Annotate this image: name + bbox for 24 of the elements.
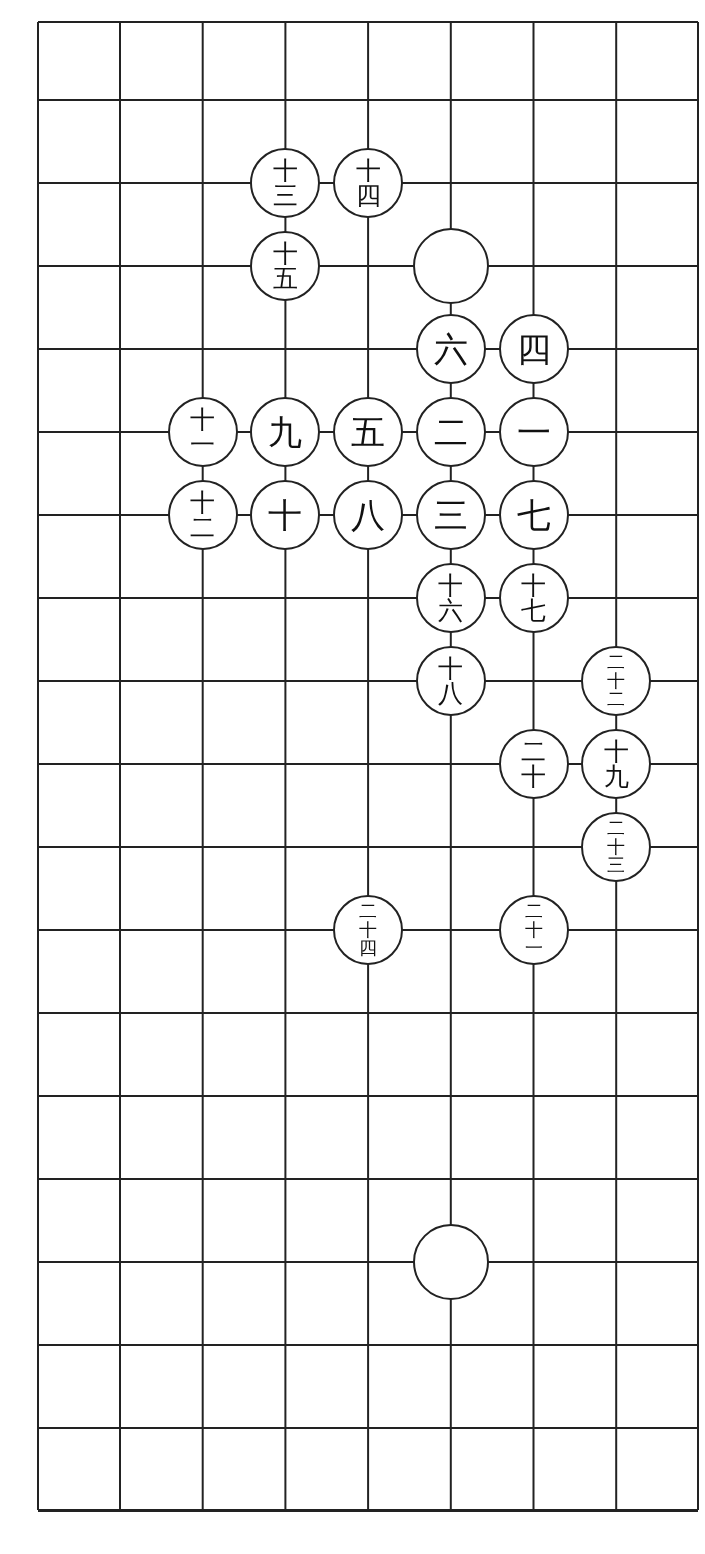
numbered-stone: 二	[415, 397, 486, 467]
numbered-stone: 十五	[250, 231, 321, 301]
numbered-stone: 三	[415, 480, 486, 550]
numbered-stone: 十七	[498, 563, 569, 633]
numbered-stone: 五	[333, 397, 404, 467]
numbered-stone: 一	[498, 397, 569, 467]
numbered-stone: 十九	[581, 729, 652, 799]
numbered-stone: 四	[498, 314, 569, 384]
numbered-stone: 十六	[415, 563, 486, 633]
numbered-stone: 二十四	[333, 895, 404, 965]
numbered-stone: 十三	[250, 148, 321, 218]
numbered-stone: 十	[250, 480, 321, 550]
numbered-stone: 十四	[333, 148, 404, 218]
numbered-stone: 七	[498, 480, 569, 550]
numbered-stone: 八	[333, 480, 404, 550]
numbered-stone: 六	[415, 314, 486, 384]
numbered-stone: 二十一	[498, 895, 569, 965]
numbered-stone: 九	[250, 397, 321, 467]
numbered-stone: 十一	[167, 397, 238, 467]
numbered-stone: 二十二	[581, 646, 652, 716]
numbered-stone: 二十	[498, 729, 569, 799]
numbered-stone: 十二	[167, 480, 238, 550]
numbered-stone: 二十三	[581, 812, 652, 882]
numbered-stone: 十八	[415, 646, 486, 716]
